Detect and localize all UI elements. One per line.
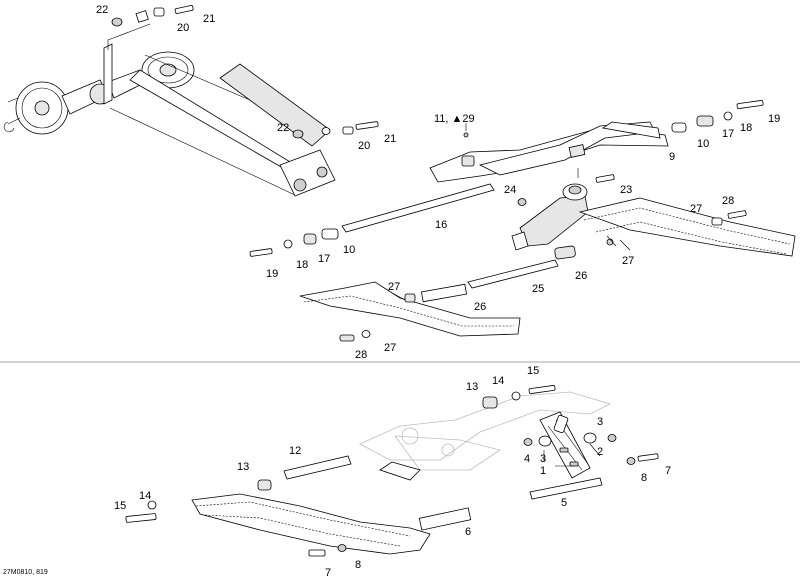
callout-label: 3 [597, 416, 603, 428]
callout-label: 27 [384, 342, 396, 354]
callout-label: 8 [641, 472, 647, 484]
callout-label: 26 [474, 301, 486, 313]
bottom-slide-rail [191, 461, 431, 555]
callout-label: 2 [597, 446, 603, 458]
callout-label: 20 [358, 140, 370, 152]
callout-label: 19 [768, 113, 780, 125]
callout-label: 16 [435, 219, 447, 231]
front-cross-shaft [341, 183, 495, 233]
callout-label: 13 [466, 381, 478, 393]
callout-label: 22 [96, 4, 108, 16]
callout-label: 28 [355, 349, 367, 361]
right-slide-rail [578, 197, 796, 257]
callout-label: 22 [277, 122, 289, 134]
callout-label: 17 [722, 128, 734, 140]
callout-label: 4 [524, 453, 530, 465]
rail-spacer [418, 507, 472, 531]
callout-label: 14 [492, 375, 504, 387]
callout-label: 18 [740, 122, 752, 134]
bottom-bolt-set [308, 544, 347, 557]
callout-label: 15 [527, 365, 539, 377]
callout-label: 10 [343, 244, 355, 256]
callout-label: 10 [697, 138, 709, 150]
callout-label: 20 [177, 22, 189, 34]
center-hanger-bracket [523, 411, 617, 479]
callout-label: 24 [504, 184, 516, 196]
callout-label: 9 [669, 151, 675, 163]
callout-label: 27 [388, 281, 400, 293]
callout-label: 5 [561, 497, 567, 509]
callout-label: 6 [465, 526, 471, 538]
callout-labels: 22 20 21 22 20 21 11, ▲29 19 17 18 10 9 … [3, 4, 780, 578]
callout-label: 7 [665, 465, 671, 477]
callout-label: 17 [318, 253, 330, 265]
front-arm [429, 121, 669, 183]
upper-hardware-set-b [292, 121, 379, 139]
rear-shock-absorber [511, 168, 615, 251]
callout-label: 27 [690, 203, 702, 215]
upper-hardware-set-a [111, 5, 194, 27]
callout-label: 25 [532, 283, 544, 295]
left-slide-rail [299, 281, 521, 342]
front-arm-reference-outline [359, 391, 612, 471]
bottom-upper-hardware [482, 385, 556, 409]
drive-axle-assembly [3, 10, 336, 197]
front-cross-shaft-hardware [249, 228, 339, 257]
drawing-code: 27M0810, 819 [3, 569, 48, 576]
callout-label: 21 [384, 133, 396, 145]
pivot-shaft [125, 455, 352, 523]
rear-cross-shaft [421, 245, 576, 303]
bottom-assembly-view [125, 385, 659, 557]
rear-hanger-shaft [529, 477, 603, 500]
callout-label: 23 [620, 184, 632, 196]
bottom-leader-lines [543, 443, 601, 467]
callout-label: 21 [203, 13, 215, 25]
callout-label: 27 [622, 255, 634, 267]
callout-label: 1 [540, 465, 546, 477]
callout-label: 18 [296, 259, 308, 271]
callout-label: 11, ▲29 [434, 113, 475, 125]
callout-label: 3 [540, 453, 546, 465]
callout-label: 14 [139, 490, 151, 502]
top-leader-lines [393, 123, 631, 301]
right-bolt-set [626, 453, 659, 465]
callout-label: 28 [722, 195, 734, 207]
callout-label: 8 [355, 559, 361, 571]
top-assembly-view [3, 5, 796, 342]
callout-label: 15 [114, 500, 126, 512]
callout-label: 19 [266, 268, 278, 280]
callout-label: 7 [325, 567, 331, 578]
callout-label: 26 [575, 270, 587, 282]
callout-label: 13 [237, 461, 249, 473]
callout-label: 12 [289, 445, 301, 457]
front-arm-hardware [517, 100, 764, 206]
